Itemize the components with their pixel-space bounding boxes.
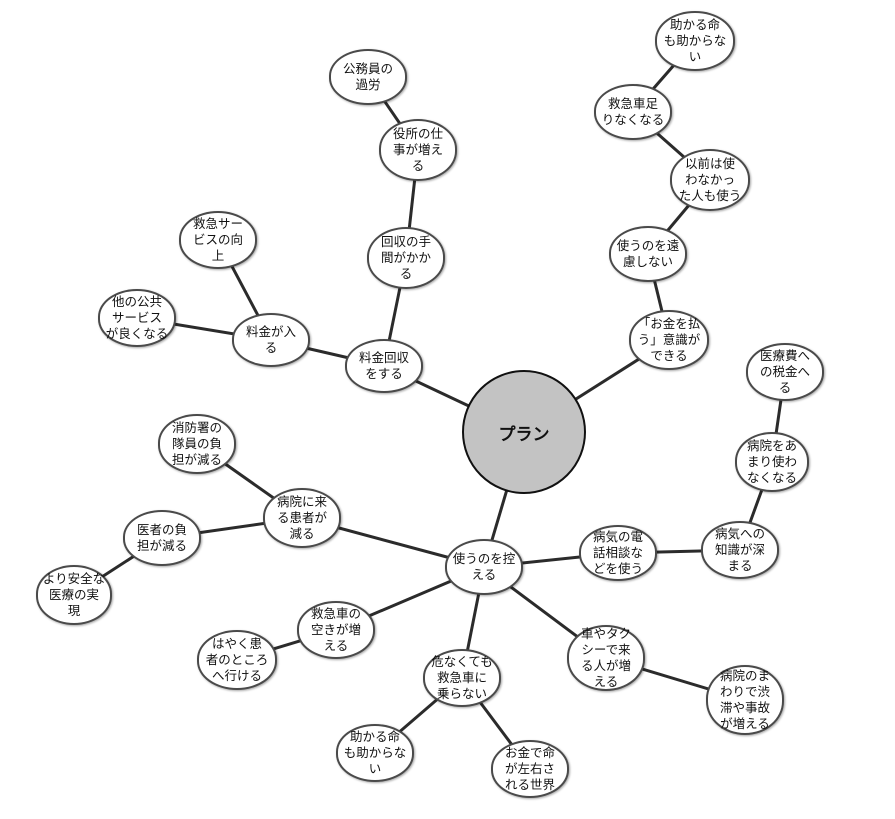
- mind-map-node[interactable]: 使うのを遠 慮しない: [609, 226, 687, 282]
- root-node[interactable]: プラン: [462, 370, 586, 494]
- mind-map-node[interactable]: 医者の負 担が減る: [123, 510, 201, 566]
- mind-map-node[interactable]: 料金回収 をする: [345, 339, 423, 393]
- mind-map-node[interactable]: 助かる命 も助からな い: [655, 11, 735, 71]
- mind-map-node[interactable]: 助かる命 も助からな い: [336, 724, 414, 782]
- mind-map-node[interactable]: 救急サー ビスの向 上: [179, 211, 257, 269]
- mind-map-node[interactable]: 使うのを控 える: [445, 539, 523, 595]
- mind-map-node[interactable]: 救急車の 空きが増 える: [297, 601, 375, 659]
- mind-map-node[interactable]: 以前は使 わなかっ た人も使う: [670, 149, 750, 211]
- mind-map-node[interactable]: 消防署の 隊員の負 担が減る: [158, 414, 236, 474]
- mind-map-node[interactable]: 公務員の 過労: [329, 49, 407, 105]
- mind-map-node[interactable]: 他の公共 サービス が良くなる: [98, 289, 176, 347]
- mind-map-node[interactable]: 役所の仕 事が増え る: [379, 119, 457, 181]
- mind-map-node[interactable]: 病院に来 る患者が 減る: [263, 488, 341, 548]
- mind-map-node[interactable]: より安全な 医療の実 現: [36, 565, 112, 625]
- mind-map-node[interactable]: 料金が入 る: [232, 313, 310, 367]
- mind-map-node[interactable]: 病気への 知識が深 まる: [701, 521, 779, 579]
- mind-map-node[interactable]: お金で命 が左右さ れる世界: [491, 740, 569, 798]
- mind-map-node[interactable]: 病気の電 話相談な どを使う: [579, 525, 657, 581]
- mind-map-node[interactable]: 「お金を払 う」意識が できる: [629, 310, 709, 370]
- mind-map-node[interactable]: 医療費へ の税金へ る: [746, 343, 824, 401]
- mind-map-node[interactable]: 救急車足 りなくなる: [594, 84, 672, 140]
- mind-map-node[interactable]: はやく患 者のところ へ行ける: [197, 630, 277, 690]
- mind-map-node[interactable]: 回収の手 間がかか る: [367, 227, 445, 289]
- mind-map-node[interactable]: 車やタク シーで来 る人が増 える: [567, 625, 645, 691]
- mind-map-node[interactable]: 危なくても 救急車に 乗らない: [423, 649, 501, 707]
- mind-map-node[interactable]: 病院のま わりで渋 滞や事故 が増える: [706, 665, 784, 735]
- mind-map-node[interactable]: 病院をあ まり使わ なくなる: [735, 432, 809, 492]
